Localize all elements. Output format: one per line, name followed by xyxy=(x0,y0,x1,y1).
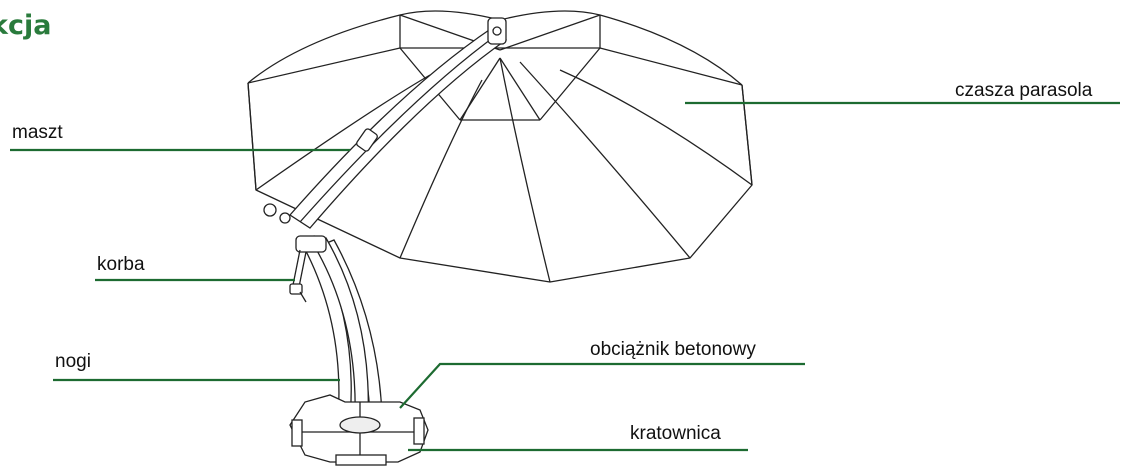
legs-drawing xyxy=(295,235,383,421)
leader-lines xyxy=(10,101,1120,452)
label-ballast: obciążnik betonowy xyxy=(590,339,756,360)
label-canopy: czasza parasola xyxy=(955,80,1093,101)
page-title: kcja xyxy=(0,10,52,41)
leader-ballast xyxy=(399,362,805,409)
crank-drawing xyxy=(289,249,307,303)
label-mast: maszt xyxy=(12,122,63,143)
label-crank: korba xyxy=(97,254,145,275)
mast-drawing xyxy=(263,17,508,229)
label-legs: nogi xyxy=(55,351,91,372)
label-truss: kratownica xyxy=(630,423,721,444)
canopy-drawing xyxy=(247,10,753,283)
base-drawing xyxy=(289,394,429,466)
